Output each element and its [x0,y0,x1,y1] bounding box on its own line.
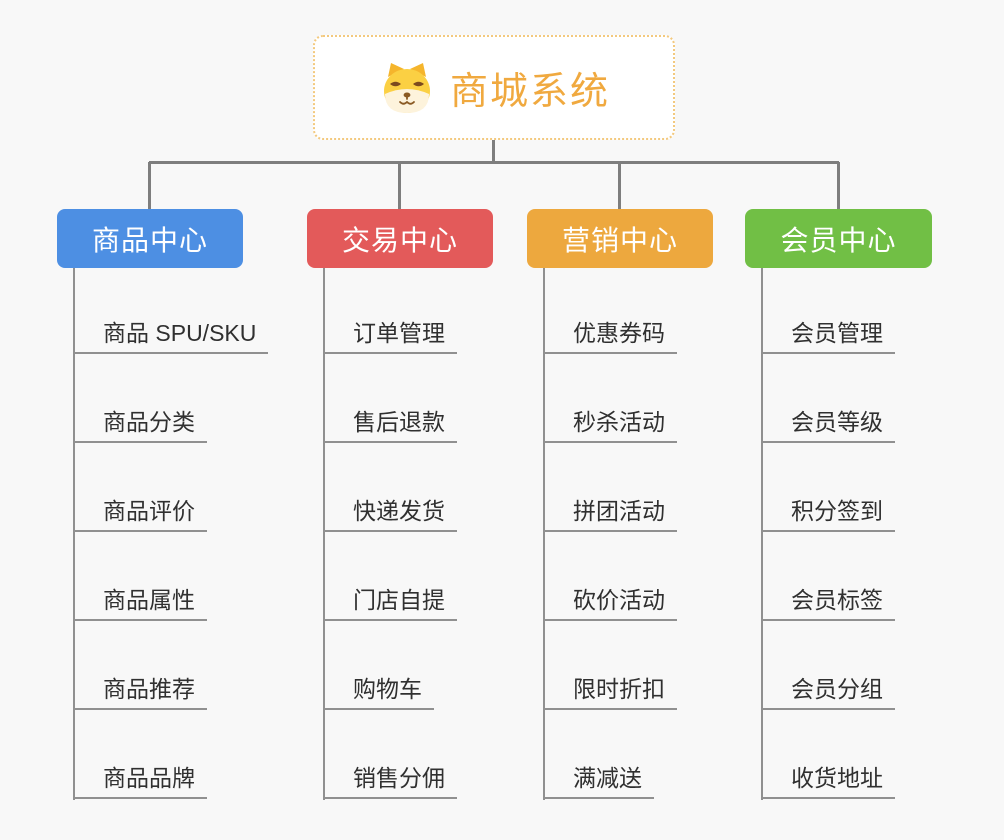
leaf-node[interactable]: 优惠券码 [543,318,677,354]
leaf-node[interactable]: 商品 SPU/SKU [73,318,269,354]
connector-branch-stem [398,162,401,209]
leaf-node[interactable]: 限时折扣 [543,674,677,710]
connector-root-stem [492,140,495,163]
leaf-node[interactable]: 商品评价 [73,496,207,532]
leaf-node[interactable]: 秒杀活动 [543,407,677,443]
connector-trunk [323,268,325,800]
leaf-node[interactable]: 商品推荐 [73,674,207,710]
leaf-node[interactable]: 砍价活动 [543,585,677,621]
branch-header-member-center[interactable]: 会员中心 [745,209,932,268]
leaf-node[interactable]: 订单管理 [323,318,457,354]
leaf-node[interactable]: 满减送 [543,763,654,799]
root-node[interactable]: 商城系统 [313,35,675,140]
leaf-node[interactable]: 会员等级 [761,407,895,443]
leaf-node[interactable]: 商品属性 [73,585,207,621]
connector-trunk [543,268,545,800]
leaf-node[interactable]: 购物车 [323,674,434,710]
connector-branch-stem [148,162,151,209]
root-title: 商城系统 [449,71,610,113]
leaf-node[interactable]: 收货地址 [761,763,895,799]
connector-trunk [761,268,763,800]
leaf-node[interactable]: 会员管理 [761,318,895,354]
branch-header-trade-center[interactable]: 交易中心 [307,209,493,268]
shiba-dog-icon [378,60,436,116]
leaf-node[interactable]: 拼团活动 [543,496,677,532]
connector-trunk [73,268,75,800]
leaf-node[interactable]: 会员标签 [761,585,895,621]
connector-branch-stem [618,162,621,209]
connector-branch-stem [837,162,840,209]
leaf-node[interactable]: 商品分类 [73,407,207,443]
branch-header-marketing-center[interactable]: 营销中心 [527,209,713,268]
leaf-node[interactable]: 积分签到 [761,496,895,532]
leaf-node[interactable]: 商品品牌 [73,763,207,799]
branch-header-product-center[interactable]: 商品中心 [57,209,243,268]
leaf-node[interactable]: 会员分组 [761,674,895,710]
leaf-node[interactable]: 门店自提 [323,585,457,621]
leaf-node[interactable]: 售后退款 [323,407,457,443]
connector-horizontal [149,161,839,164]
leaf-node[interactable]: 快递发货 [323,496,457,532]
leaf-node[interactable]: 销售分佣 [323,763,457,799]
